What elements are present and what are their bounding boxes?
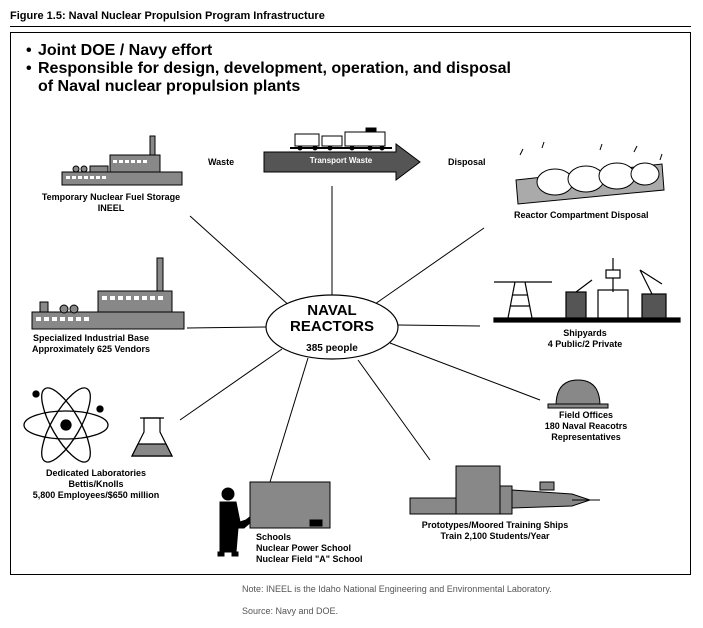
shipyards-line1: Shipyards: [563, 328, 607, 338]
compartment-disposal-label: Reactor Compartment Disposal: [514, 210, 649, 220]
atom-icon: [23, 387, 109, 463]
waste-label: Waste: [208, 157, 235, 167]
flask-icon: [131, 417, 173, 457]
shipyards-label: Shipyards 4 Public/2 Private: [540, 328, 630, 350]
footnote: Note: INEEL is the Idaho National Engine…: [242, 584, 552, 594]
fuel-storage-line1: Temporary Nuclear Fuel Storage: [41, 192, 181, 202]
field-offices-line1: Field Offices: [558, 410, 613, 420]
field-offices-line3: Representatives: [551, 432, 621, 442]
hub-title: NAVAL REACTORS: [266, 303, 398, 335]
bullet-list: •Joint DOE / Navy effort •Responsible fo…: [26, 42, 511, 95]
industrial-base-label: Specialized Industrial Base Approximatel…: [26, 333, 156, 355]
shipyard-cranes-icon: [493, 258, 681, 323]
fuel-storage-label: Temporary Nuclear Fuel Storage INEEL: [36, 192, 186, 214]
bullet-2-continued: of Naval nuclear propulsion plants: [38, 78, 301, 95]
laboratories-line1: Dedicated Laboratories: [45, 468, 147, 478]
diagram-frame: [10, 32, 691, 575]
schools-line2: Nuclear Power School: [256, 543, 352, 553]
field-offices-line2: 180 Naval Reacotrs: [544, 421, 628, 431]
prototypes-line2: Train 2,100 Students/Year: [440, 531, 550, 541]
naval-reactors-hub: [265, 294, 399, 360]
fuel-storage-line2: INEEL: [97, 203, 125, 213]
hub-people: 385 people: [306, 343, 358, 354]
shipyards-line2: 4 Public/2 Private: [547, 339, 623, 349]
source-note: Source: Navy and DOE.: [242, 606, 339, 616]
schools-line3: Nuclear Field "A" School: [256, 554, 363, 564]
laboratories-line2: Bettis/Knolls: [68, 479, 124, 489]
hard-hat-icon: [547, 379, 609, 409]
schools-line1: Schools: [256, 532, 292, 542]
industrial-base-factory-icon: [31, 257, 185, 330]
bullet-1: Joint DOE / Navy effort: [38, 42, 213, 59]
title-rule: [10, 26, 691, 27]
laboratories-line3: 5,800 Employees/$650 million: [32, 490, 160, 500]
train-icon: [290, 127, 392, 151]
prototypes-line1: Prototypes/Moored Training Ships: [421, 520, 569, 530]
teacher-icon: [217, 487, 259, 557]
field-offices-label: Field Offices 180 Naval Reacotrs Represe…: [536, 410, 636, 443]
schools-label: Schools Nuclear Power School Nuclear Fie…: [256, 532, 363, 565]
disposal-trench-icon: [515, 141, 665, 205]
chalkboard-icon: [249, 481, 331, 529]
laboratories-label: Dedicated Laboratories Bettis/Knolls 5,8…: [26, 468, 166, 501]
transport-arrow: [263, 143, 421, 181]
transport-waste-label: Transport Waste: [309, 156, 373, 165]
prototypes-label: Prototypes/Moored Training Ships Train 2…: [410, 520, 580, 542]
disposal-label: Disposal: [448, 157, 486, 167]
bullet-2: Responsible for design, development, ope…: [38, 60, 511, 77]
connector-lines: [179, 186, 541, 483]
industrial-base-line2: Approximately 625 Vendors: [31, 344, 151, 354]
industrial-base-line1: Specialized Industrial Base: [32, 333, 150, 343]
hub-title-line1: NAVAL: [307, 302, 357, 319]
figure-title: Figure 1.5: Naval Nuclear Propulsion Pro…: [10, 10, 325, 22]
fuel-storage-factory-icon: [61, 135, 183, 186]
prototype-ship-icon: [409, 465, 600, 515]
hub-title-line2: REACTORS: [290, 318, 374, 335]
